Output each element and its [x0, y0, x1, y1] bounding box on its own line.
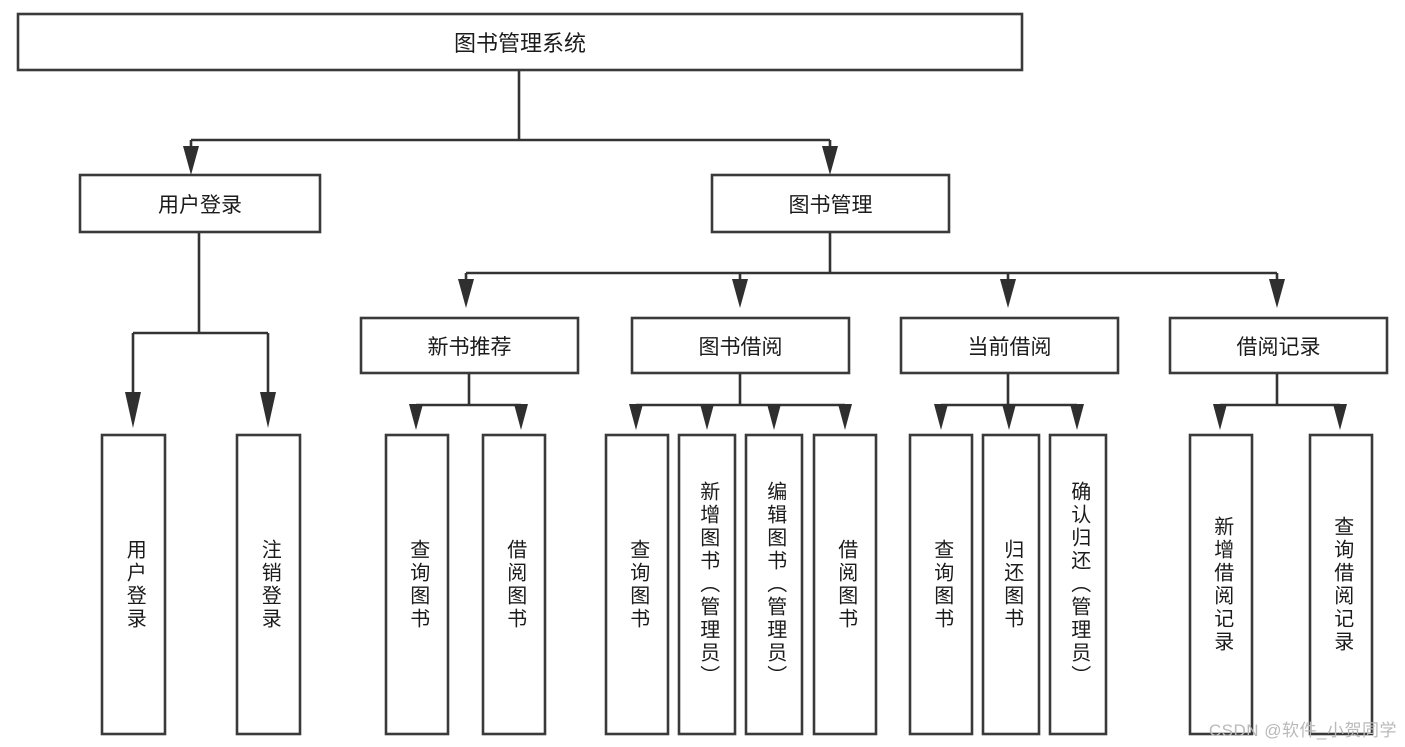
arrow-head-book-borrow [732, 279, 748, 308]
node-box-root[interactable] [16, 12, 1024, 72]
arrow-head-leaf-query-book-2 [629, 404, 643, 430]
node-box-new-book-recommend[interactable] [359, 316, 580, 375]
arrow-head-leaf-add-record [1213, 404, 1227, 430]
node-box-borrow-record[interactable] [1168, 316, 1389, 375]
node-box-leaf-add-record[interactable] [1188, 433, 1254, 736]
arrow-head-leaf-user-login [125, 392, 141, 428]
arrow-head-leaf-query-record [1333, 404, 1347, 430]
arrow-head-leaf-query-book-3 [934, 404, 948, 430]
arrow-head-leaf-return-book [1002, 404, 1016, 430]
connector-bookborrow-to-leaves [629, 373, 852, 430]
arrow-head-leaf-borrow-book-2 [838, 404, 852, 430]
connector-currentborrow-to-leaves [934, 373, 1084, 430]
node-box-leaf-query-book-3[interactable] [908, 433, 974, 736]
arrow-head-leaf-logout [260, 392, 276, 428]
node-box-leaf-return-book[interactable] [981, 433, 1041, 736]
node-box-leaf-query-book-2[interactable] [604, 433, 670, 736]
node-box-leaf-borrow-book-1[interactable] [481, 433, 547, 736]
node-box-user-login[interactable] [78, 173, 322, 234]
arrow-head-book-manage [822, 146, 838, 175]
connector-borrowrecord-to-leaves [1213, 373, 1347, 430]
connector-userlogin-to-leaves [125, 232, 276, 428]
node-box-leaf-query-record[interactable] [1308, 433, 1374, 736]
node-box-leaf-add-book[interactable] [677, 433, 737, 736]
arrow-head-leaf-add-book [700, 404, 714, 430]
node-box-leaf-query-book-1[interactable] [384, 433, 450, 736]
node-box-leaf-confirm-return[interactable] [1048, 433, 1108, 736]
node-box-leaf-user-login[interactable] [100, 433, 167, 736]
arrow-head-borrow-record [1269, 279, 1285, 308]
arrow-head-leaf-edit-book [767, 404, 781, 430]
connector-root-to-level1 [183, 70, 838, 175]
arrow-head-user-login [183, 146, 199, 175]
node-box-leaf-borrow-book-2[interactable] [812, 433, 878, 736]
arrow-head-leaf-borrow-book-1 [514, 404, 528, 430]
arrow-head-leaf-confirm-return [1070, 404, 1084, 430]
arrow-head-new-book [458, 279, 474, 308]
connector-bookmanage-to-level2 [458, 232, 1285, 308]
arrow-head-current-borrow [1000, 279, 1016, 308]
node-box-book-borrow[interactable] [630, 316, 851, 375]
arrow-head-leaf-query-book-1 [409, 404, 423, 430]
node-box-book-manage[interactable] [710, 173, 951, 234]
node-box-leaf-edit-book[interactable] [744, 433, 804, 736]
node-box-current-borrow[interactable] [899, 316, 1120, 375]
connector-newbook-to-leaves [409, 373, 528, 430]
node-box-leaf-logout-login[interactable] [235, 433, 302, 736]
